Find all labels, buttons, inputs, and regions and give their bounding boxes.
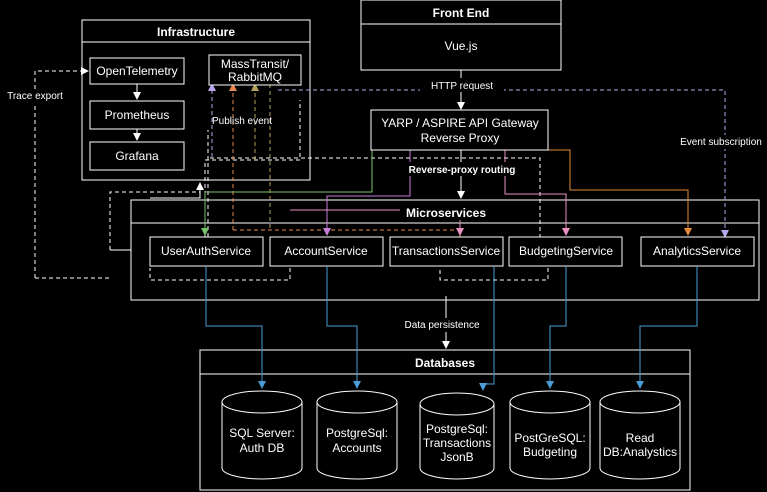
infrastructure-title: Infrastructure xyxy=(157,25,235,39)
routing-label-bg xyxy=(406,162,518,176)
transactions-monitor-link xyxy=(210,157,541,268)
service-box-analytics xyxy=(640,236,755,267)
service-label-userauth: UserAuthService xyxy=(161,244,251,258)
persist-budgeting-arrow xyxy=(546,266,567,389)
service-box-userauth xyxy=(149,236,264,267)
publish-event-label: Publish event xyxy=(212,116,272,127)
db-transactions-line1: PostgreSql: xyxy=(426,422,488,436)
service-label-analytics: AnalyticsService xyxy=(653,244,741,258)
api-gateway-box xyxy=(370,109,549,151)
service-label-account: AccountService xyxy=(284,244,368,258)
prometheus-box xyxy=(89,100,185,130)
db-auth-line1: SQL Server: xyxy=(229,426,295,440)
frontend-title: Front End xyxy=(433,6,490,20)
service-box-budgeting xyxy=(508,236,623,267)
db-budgeting-line1: PostGreSQL: xyxy=(514,431,585,445)
event-subscription-label: Event subscription xyxy=(680,137,762,148)
services-bottom-link xyxy=(149,268,291,281)
route-analytics xyxy=(545,149,692,236)
microservices-title-bg xyxy=(400,205,492,220)
db-cylinder-analytics: Read DB:Analystics xyxy=(599,390,681,480)
opentelemetry-box xyxy=(89,57,185,85)
grafana-label: Grafana xyxy=(115,149,159,163)
trace-export-line xyxy=(34,67,89,278)
data-persistence-bg xyxy=(398,318,488,332)
opentelemetry-label: OpenTelemetry xyxy=(96,64,177,78)
trace-feed-line xyxy=(109,191,200,250)
service-label-transactions: TransactionsService xyxy=(392,244,501,258)
service-box-transactions xyxy=(389,236,504,267)
db-cylinder-budgeting: PostGreSQL: Budgeting xyxy=(509,390,591,480)
trace-export-label: Trace export xyxy=(7,91,63,102)
service-label-budgeting: BudgetingService xyxy=(519,244,613,258)
db-analytics-line1: Read xyxy=(626,431,655,445)
reverse-proxy-routing-label: Reverse-proxy routing xyxy=(409,165,516,176)
db-transactions-line2: Transactions xyxy=(423,436,491,450)
persist-accounts-arrow xyxy=(326,266,361,389)
persist-auth-arrow xyxy=(205,266,266,389)
grafana-box xyxy=(89,141,185,171)
db-accounts-line2: Accounts xyxy=(332,441,381,455)
db-cylinder-transactions: PostgreSql: Transactions JsonB xyxy=(419,392,495,480)
databases-title: Databases xyxy=(415,356,475,370)
event-subscription-bg xyxy=(676,135,766,149)
http-request-bg xyxy=(420,78,504,92)
broker-label-line2: RabbitMQ xyxy=(228,70,282,84)
db-cylinder-accounts: PostgreSql: Accounts xyxy=(316,390,398,480)
persist-analytics-arrow xyxy=(636,266,698,389)
db-accounts-line1: PostgreSql: xyxy=(326,426,388,440)
http-request-label: HTTP request xyxy=(431,81,493,92)
service-box-account xyxy=(269,236,384,267)
data-persistence-arrows xyxy=(205,266,698,391)
db-auth-line2: Auth DB xyxy=(240,441,285,455)
broker-label-line1: MassTransit/ xyxy=(221,57,290,71)
infrastructure-inbound-arrow xyxy=(150,182,204,199)
db-cylinder-auth: SQL Server: Auth DB xyxy=(221,390,303,480)
db-transactions-line3: JsonB xyxy=(440,450,473,464)
gateway-label-line1: YARP / ASPIRE API Gateway xyxy=(381,116,539,130)
data-persistence-label: Data persistence xyxy=(404,320,479,331)
microservices-title: Microservices xyxy=(406,206,486,220)
db-budgeting-line2: Budgeting xyxy=(523,445,577,459)
gateway-label-line2: Reverse Proxy xyxy=(421,131,500,145)
frontend-container xyxy=(360,0,562,71)
prometheus-label: Prometheus xyxy=(105,108,170,122)
frontend-framework-label: Vue.js xyxy=(445,39,478,53)
db-analytics-line2: DB:Analystics xyxy=(603,445,677,459)
trace-export-bg xyxy=(2,89,68,103)
route-userauth xyxy=(201,150,373,236)
message-broker-box xyxy=(208,54,302,86)
persist-transactions-arrow xyxy=(479,266,495,391)
